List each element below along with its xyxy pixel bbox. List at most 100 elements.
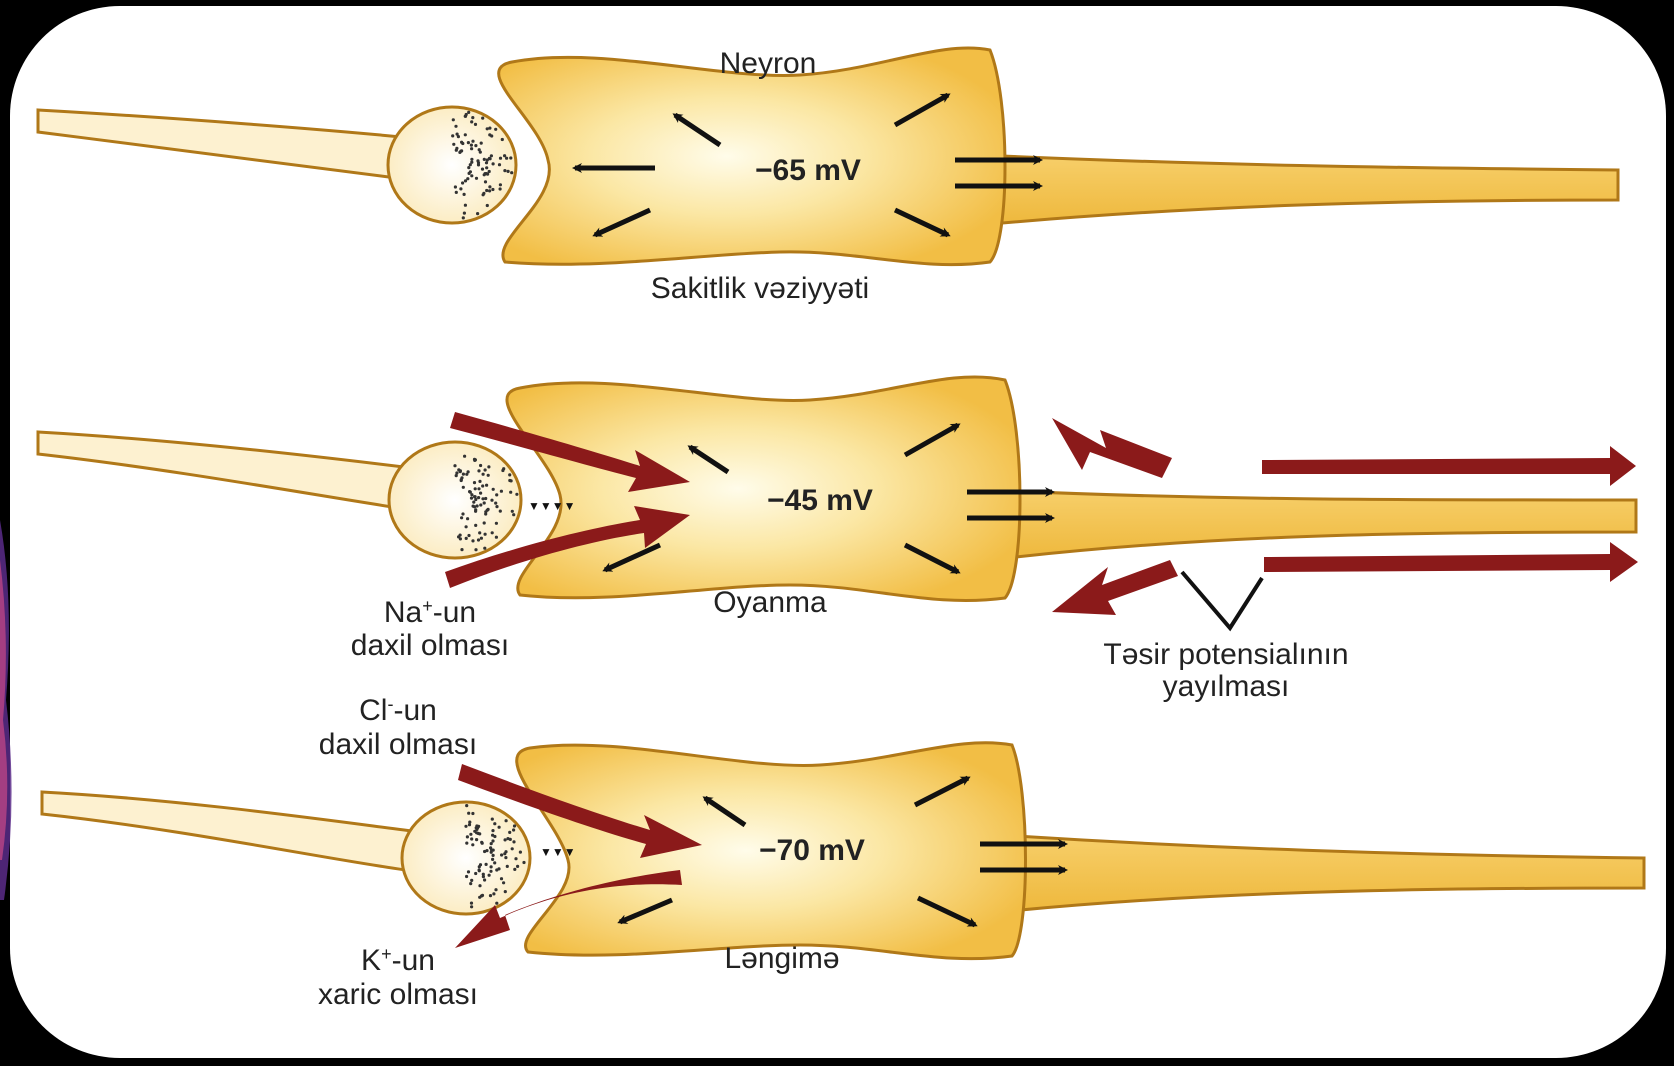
vesicle-dot: [465, 842, 468, 845]
vesicle-dot: [474, 524, 477, 527]
vesicle-dot: [495, 522, 498, 525]
vesicle-dot: [513, 824, 516, 827]
vesicle-dot: [504, 856, 507, 859]
vesicle-dot: [477, 538, 480, 541]
vesicle-dot: [512, 828, 515, 831]
vesicle-dot: [466, 517, 469, 520]
vesicle-dot: [470, 120, 473, 123]
vesicle-dot: [480, 142, 483, 145]
vesicle-dot: [490, 499, 493, 502]
vesicle-dot: [504, 838, 507, 841]
vesicle-dot: [493, 835, 496, 838]
vesicle-dot: [460, 516, 463, 519]
vesicle-dot: [477, 161, 480, 164]
vesicle-dot: [495, 493, 498, 496]
neuron-label: Neyron: [720, 47, 817, 80]
receptor-marks: ▼▼▼▼: [528, 499, 576, 513]
vesicle-dot: [503, 154, 506, 157]
vesicle-dot: [491, 829, 494, 832]
vesicle-dot: [486, 173, 489, 176]
vesicle-dot: [464, 825, 467, 828]
vesicle-dot: [452, 143, 455, 146]
vesicle-dot: [451, 134, 454, 137]
vesicle-dot: [495, 902, 498, 905]
vesicle-dot: [492, 854, 495, 857]
vesicle-dot: [481, 894, 484, 897]
vesicle-dot: [469, 833, 472, 836]
vesicle-dot: [473, 481, 476, 484]
vesicle-dot: [488, 185, 491, 188]
vesicle-dot: [494, 502, 497, 505]
vesicle-dot: [480, 537, 483, 540]
vesicle-dot: [500, 877, 503, 880]
vesicle-dot: [502, 467, 505, 470]
vesicle-dot: [465, 804, 468, 807]
synaptic-terminal: [388, 107, 516, 223]
propagation-label-line1: Təsir potensialının: [1103, 638, 1348, 671]
sodium-label-line2: daxil olması: [351, 629, 509, 662]
vesicle-dot: [494, 888, 497, 891]
vesicle-dot: [474, 123, 477, 126]
vesicle-dot: [478, 865, 481, 868]
vesicle-dot: [513, 868, 516, 871]
vesicle-dot: [470, 497, 473, 500]
vesicle-dot: [477, 832, 480, 835]
vesicle-dot: [474, 487, 477, 490]
vesicle-dot: [490, 865, 493, 868]
vesicle-dot: [477, 496, 480, 499]
vesicle-dot: [474, 495, 477, 498]
vesicle-dot: [508, 473, 511, 476]
vesicle-dot: [477, 469, 480, 472]
vesicle-dot: [515, 493, 518, 496]
vesicle-dot: [503, 169, 506, 172]
inhibition-potential: −70 mV: [759, 834, 865, 867]
vesicle-dot: [516, 865, 519, 868]
vesicle-dot: [478, 531, 481, 534]
vesicle-dot: [482, 192, 485, 195]
vesicle-dot: [479, 464, 482, 467]
vesicle-dot: [514, 857, 517, 860]
vesicle-dot: [463, 193, 466, 196]
vesicle-dot: [483, 547, 486, 550]
vesicle-dot: [474, 548, 477, 551]
vesicle-dot: [494, 128, 497, 131]
chloride-label-line2: daxil olması: [319, 728, 477, 761]
vesicle-dot: [487, 474, 490, 477]
vesicle-dot: [491, 188, 494, 191]
vesicle-dot: [469, 163, 472, 166]
vesicle-dot: [484, 533, 487, 536]
vesicle-dot: [454, 185, 457, 188]
vesicle-dot: [489, 894, 492, 897]
vesicle-dot: [459, 534, 462, 537]
chloride-label-line1: Cl--un: [359, 694, 437, 727]
vesicle-dot: [498, 826, 501, 829]
vesicle-dot: [479, 492, 482, 495]
vesicle-dot: [522, 861, 525, 864]
propagation-label-line2: yayılması: [1163, 670, 1290, 703]
vesicle-dot: [484, 180, 487, 183]
vesicle-dot: [502, 881, 505, 884]
vesicle-dot: [471, 812, 474, 815]
vesicle-dot: [466, 835, 469, 838]
vesicle-dot: [512, 840, 515, 843]
vesicle-dot: [471, 116, 474, 119]
vesicle-dot: [499, 187, 502, 190]
vesicle-dot: [492, 162, 495, 165]
vesicle-dot: [486, 204, 489, 207]
vesicle-dot: [486, 158, 489, 161]
vesicle-dot: [492, 892, 495, 895]
vesicle-dot: [460, 548, 463, 551]
vesicle-dot: [483, 158, 486, 161]
vesicle-dot: [478, 884, 481, 887]
vesicle-dot: [481, 497, 484, 500]
vesicle-dot: [519, 851, 522, 854]
vesicle-dot: [462, 473, 465, 476]
vesicle-dot: [459, 537, 462, 540]
vesicle-dot: [500, 490, 503, 493]
vesicle-dot: [475, 838, 478, 841]
vesicle-dot: [488, 127, 491, 130]
vesicle-dot: [465, 525, 468, 528]
vesicle-dot: [471, 843, 474, 846]
vesicle-dot: [491, 839, 494, 842]
vesicle-dot: [499, 510, 502, 513]
